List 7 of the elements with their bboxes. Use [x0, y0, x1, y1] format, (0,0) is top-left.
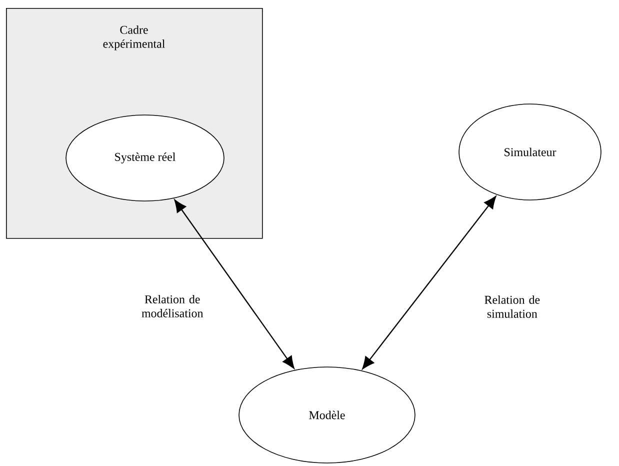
double-arrow: [362, 196, 496, 370]
edge-label: Relation de modélisation: [142, 294, 204, 318]
ellipse-node: Système réel: [66, 114, 224, 202]
ellipse-node: Modèle: [238, 366, 416, 464]
double-arrow: [174, 200, 294, 369]
edge-label: Relation de simulation: [484, 295, 540, 318]
ellipse-node: Simulateur: [458, 104, 602, 200]
